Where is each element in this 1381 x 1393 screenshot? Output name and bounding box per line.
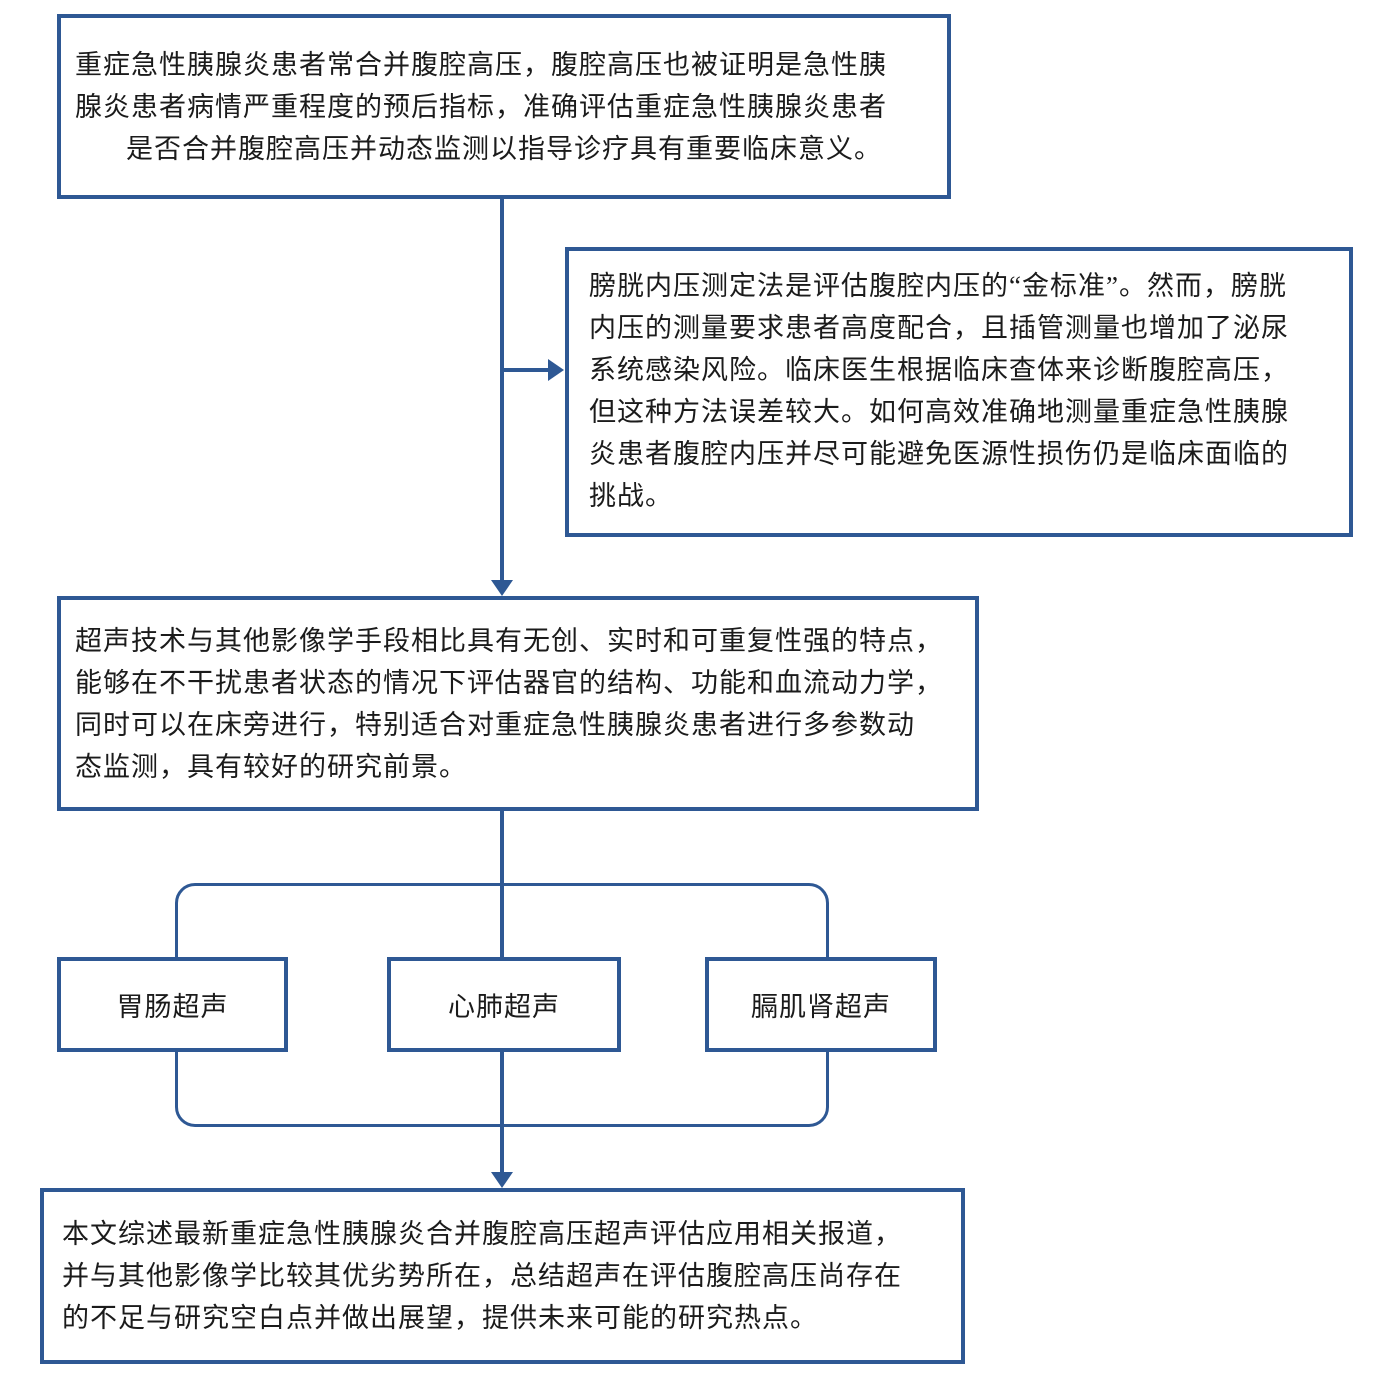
modality-label: 膈肌肾超声 bbox=[751, 992, 891, 1022]
box-gastrointestinal-ultrasound: 胃肠超声 bbox=[57, 957, 288, 1052]
modality-label: 心肺超声 bbox=[448, 992, 560, 1022]
text-line: 但这种方法误差较大。如何高效准确地测量重症急性胰腺 bbox=[589, 397, 1289, 427]
modality-label: 胃肠超声 bbox=[116, 992, 229, 1022]
box-review-summary: 本文综述最新重症急性胰腺炎合并腹腔高压超声评估应用相关报道， 并与其他影像学比较… bbox=[40, 1188, 965, 1364]
box-bladder-pressure-method: 膀胱内压测定法是评估腹腔内压的“金标准”。然而，膀胱 内压的测量要求患者高度配合… bbox=[565, 247, 1353, 537]
connector-vertical-1 bbox=[500, 199, 504, 581]
arrowhead-down-icon bbox=[491, 580, 513, 596]
text-line: 炎患者腹腔内压并尽可能避免医源性损伤仍是临床面临的 bbox=[589, 439, 1289, 469]
text-line: 同时可以在床旁进行，特别适合对重症急性胰腺炎患者进行多参数动 bbox=[75, 709, 915, 740]
box-cardiopulmonary-ultrasound: 心肺超声 bbox=[387, 957, 621, 1052]
box-clinical-significance: 重症急性胰腺炎患者常合并腹腔高压，腹腔高压也被证明是急性胰 腺炎患者病情严重程度… bbox=[57, 14, 951, 199]
arrowhead-down-icon bbox=[491, 1172, 513, 1188]
text-line: 能够在不干扰患者状态的情况下评估器官的结构、功能和血流动力学， bbox=[75, 667, 943, 698]
text-line: 内压的测量要求患者高度配合，且插管测量也增加了泌尿 bbox=[589, 313, 1289, 343]
box-ultrasound-advantages: 超声技术与其他影像学手段相比具有无创、实时和可重复性强的特点， 能够在不干扰患者… bbox=[57, 596, 979, 811]
text-line: 态监测，具有较好的研究前景。 bbox=[75, 751, 467, 782]
connector-vertical-2 bbox=[500, 811, 504, 957]
text-line: 的不足与研究空白点并做出展望，提供未来可能的研究热点。 bbox=[62, 1303, 818, 1333]
text-line: 重症急性胰腺炎患者常合并腹腔高压，腹腔高压也被证明是急性胰 bbox=[75, 49, 887, 80]
connector-vertical-3 bbox=[500, 1052, 504, 1173]
text-line: 腺炎患者病情严重程度的预后指标，准确评估重症急性胰腺炎患者 bbox=[75, 91, 887, 122]
text-line: 超声技术与其他影像学手段相比具有无创、实时和可重复性强的特点， bbox=[75, 625, 943, 656]
text-line: 并与其他影像学比较其优劣势所在，总结超声在评估腹腔高压尚存在 bbox=[62, 1261, 902, 1291]
text-line: 本文综述最新重症急性胰腺炎合并腹腔高压超声评估应用相关报道， bbox=[62, 1219, 902, 1249]
text-line: 挑战。 bbox=[589, 481, 673, 511]
text-line: 系统感染风险。临床医生根据临床查体来诊断腹腔高压， bbox=[589, 355, 1289, 385]
box-diaphragm-kidney-ultrasound: 膈肌肾超声 bbox=[705, 957, 937, 1052]
arrowhead-right-icon bbox=[548, 359, 564, 381]
text-line: 膀胱内压测定法是评估腹腔内压的“金标准”。然而，膀胱 bbox=[589, 271, 1287, 301]
text-line: 是否合并腹腔高压并动态监测以指导诊疗具有重要临床意义。 bbox=[126, 133, 882, 164]
connector-branch-horizontal bbox=[502, 368, 548, 372]
